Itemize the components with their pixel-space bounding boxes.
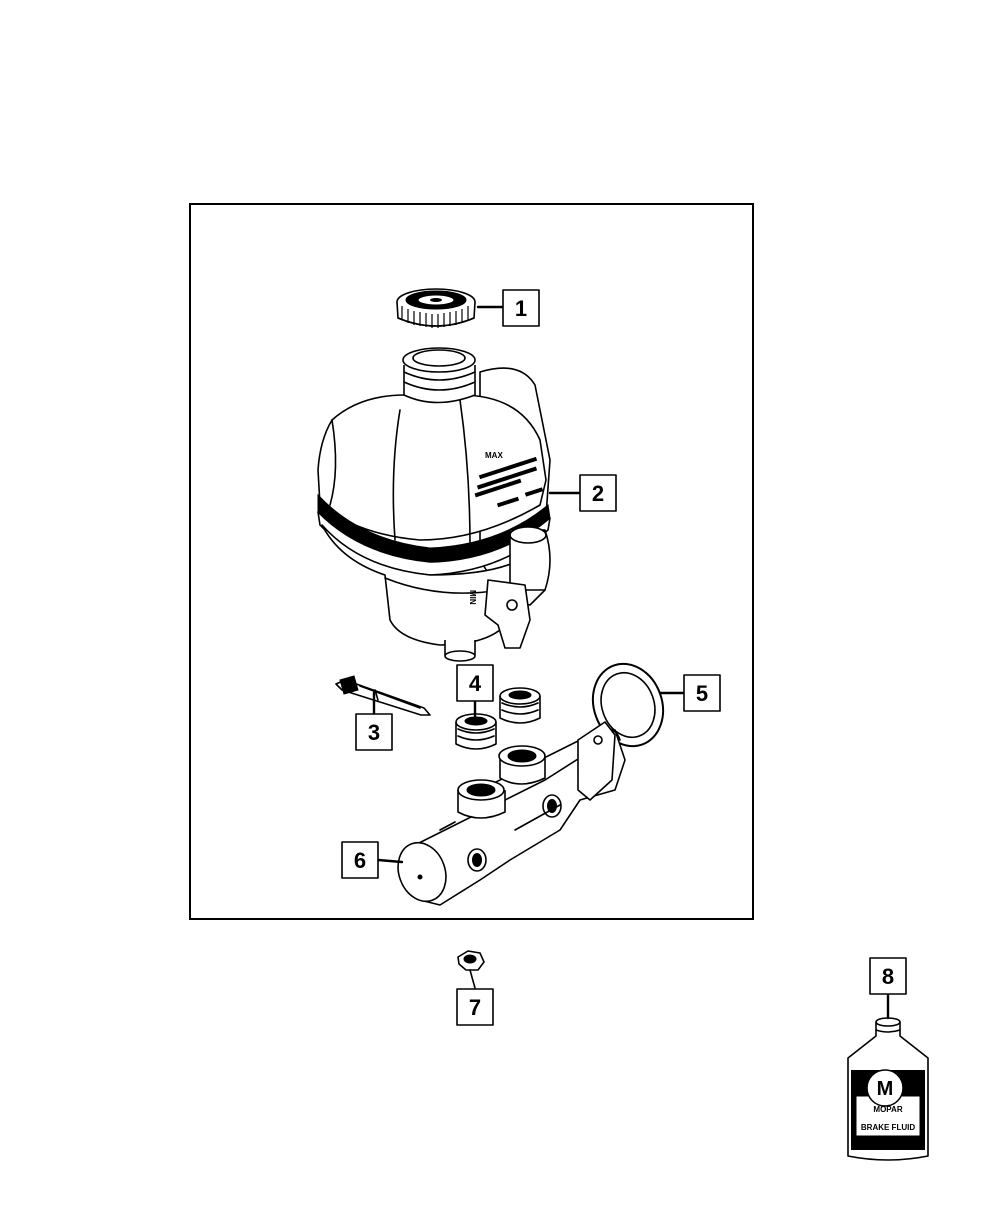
callout-2: 2: [592, 481, 604, 506]
callout-box-3: [355, 713, 393, 751]
callout-8: 8: [882, 964, 894, 989]
callout-box-6: [341, 841, 379, 879]
callout-box-8: [869, 957, 907, 995]
callout-box-4: [456, 664, 494, 702]
bottle-product: BRAKE FLUID: [861, 1123, 915, 1132]
callout-6: 6: [354, 848, 366, 873]
callout-box-7: [456, 988, 494, 1026]
callout-4: 4: [469, 671, 482, 696]
callout-5: 5: [696, 681, 708, 706]
seal-ring: [591, 662, 665, 748]
brake-fluid-reservoir: MAX MIN: [317, 347, 551, 662]
assembly-frame: [189, 203, 754, 920]
callout-1: 1: [515, 296, 527, 321]
callout-3: 3: [368, 720, 380, 745]
callout-7: 7: [469, 995, 481, 1020]
fluid-level-sensor: [335, 675, 431, 716]
callout-box-5: [683, 674, 721, 712]
master-cylinder: [397, 721, 626, 906]
mounting-nut: [457, 950, 485, 989]
callout-box-1: [502, 289, 540, 327]
callout-box-2: [579, 474, 617, 512]
mopar-logo-m: M: [877, 1078, 894, 1100]
reservoir-grommets: [455, 687, 541, 750]
min-marking: MIN: [468, 590, 477, 605]
brake-fluid-bottle: M MOPAR BRAKE FLUID: [847, 1017, 929, 1161]
bottle-brand: MOPAR: [873, 1105, 902, 1114]
reservoir-cap: [396, 288, 476, 328]
max-marking: MAX: [485, 451, 503, 460]
